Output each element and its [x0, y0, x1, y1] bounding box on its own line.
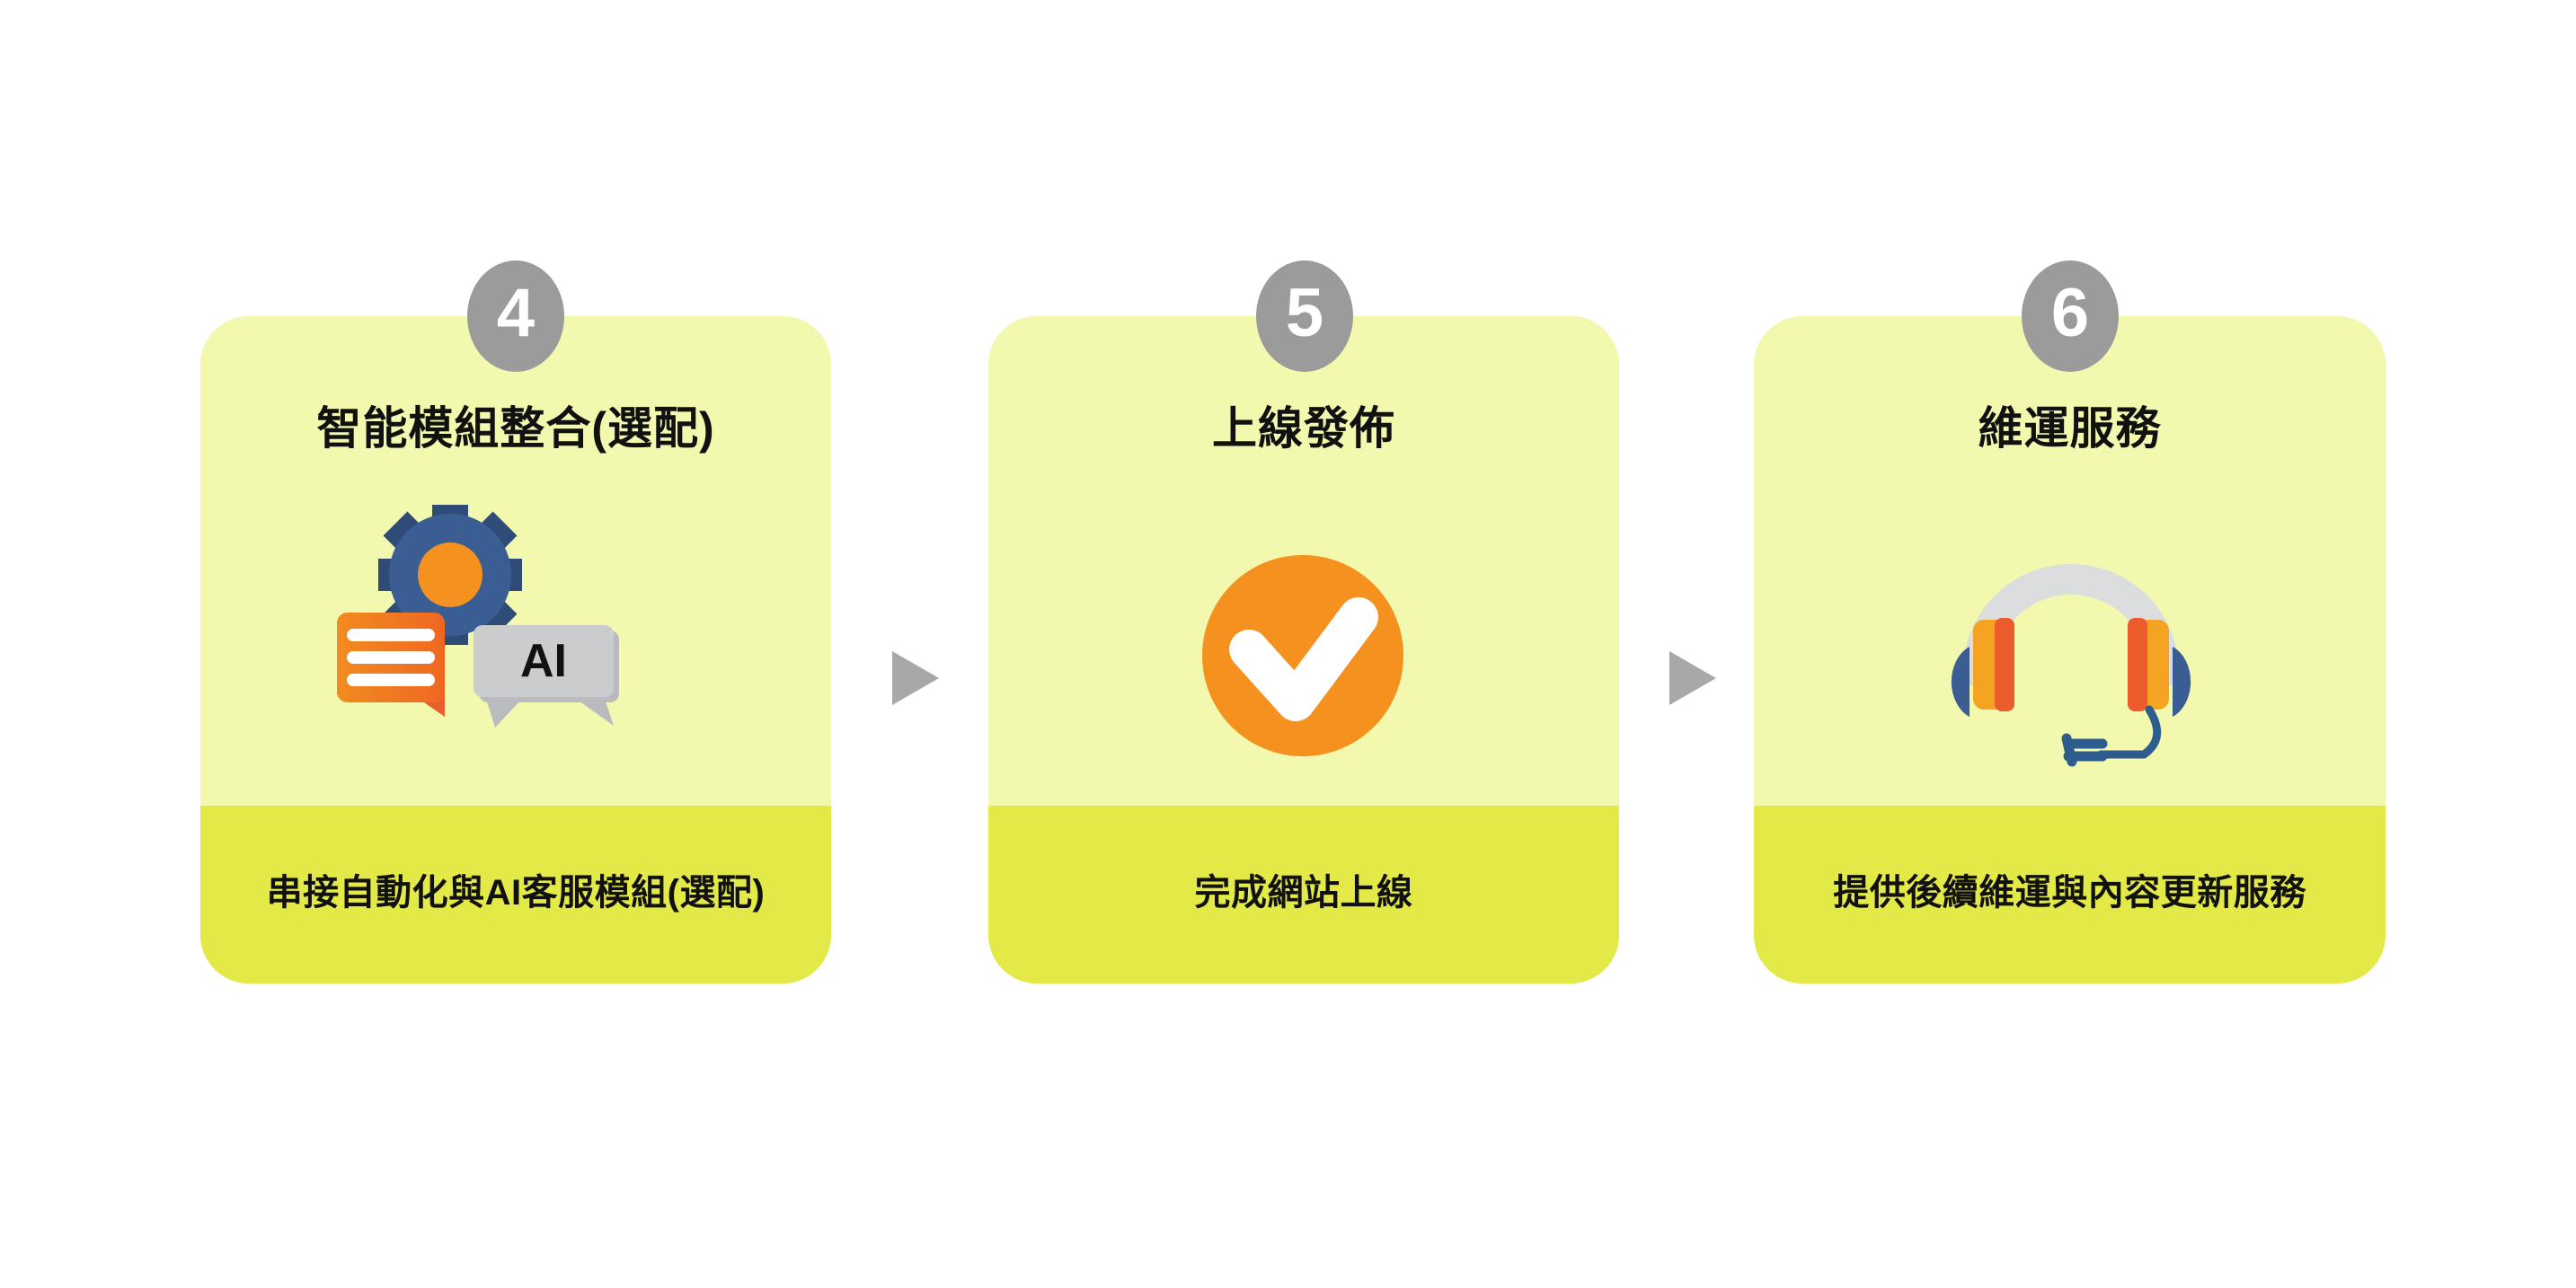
step-card-6-top: [1754, 316, 2386, 806]
step-card-4-bottom: [200, 806, 831, 984]
step-card-4-title: 智能模組整合(選配): [316, 403, 715, 454]
step-badge-6-number: 6: [2050, 275, 2090, 351]
headset-icon: [1923, 503, 2219, 772]
step-card-6: 維運服務 提供後續維運與內容更新服務: [1754, 316, 2386, 984]
chat-bubble-icon: [337, 613, 445, 717]
step-card-4-caption: 串接自動化與AI客服模組(選配): [266, 873, 766, 913]
arrow-step5-to-step6: [1669, 651, 1716, 705]
gear-chat-ai-icon: AI: [319, 503, 633, 781]
step-card-6-bottom: [1754, 806, 2386, 984]
step-badge-4: 4: [467, 260, 564, 372]
step-card-5-title: 上線發佈: [1212, 403, 1395, 454]
step-badge-6: 6: [2022, 260, 2119, 372]
ai-bubble-icon: AI: [474, 625, 619, 728]
arrow-step4-to-step5: [892, 651, 939, 705]
step-card-5-caption: 完成網站上線: [1194, 873, 1413, 913]
check-circle-icon: [1186, 543, 1420, 777]
gear-icon: [378, 505, 522, 645]
step-badge-4-number: 4: [496, 275, 536, 351]
ai-bubble-label: AI: [520, 635, 567, 687]
step-card-6-caption: 提供後續維運與內容更新服務: [1833, 873, 2306, 913]
step-card-6-title: 維運服務: [1978, 403, 2162, 454]
step-card-5-bottom: [988, 806, 1619, 984]
step-badge-5-number: 5: [1285, 275, 1324, 351]
step-badge-5: 5: [1256, 260, 1353, 372]
